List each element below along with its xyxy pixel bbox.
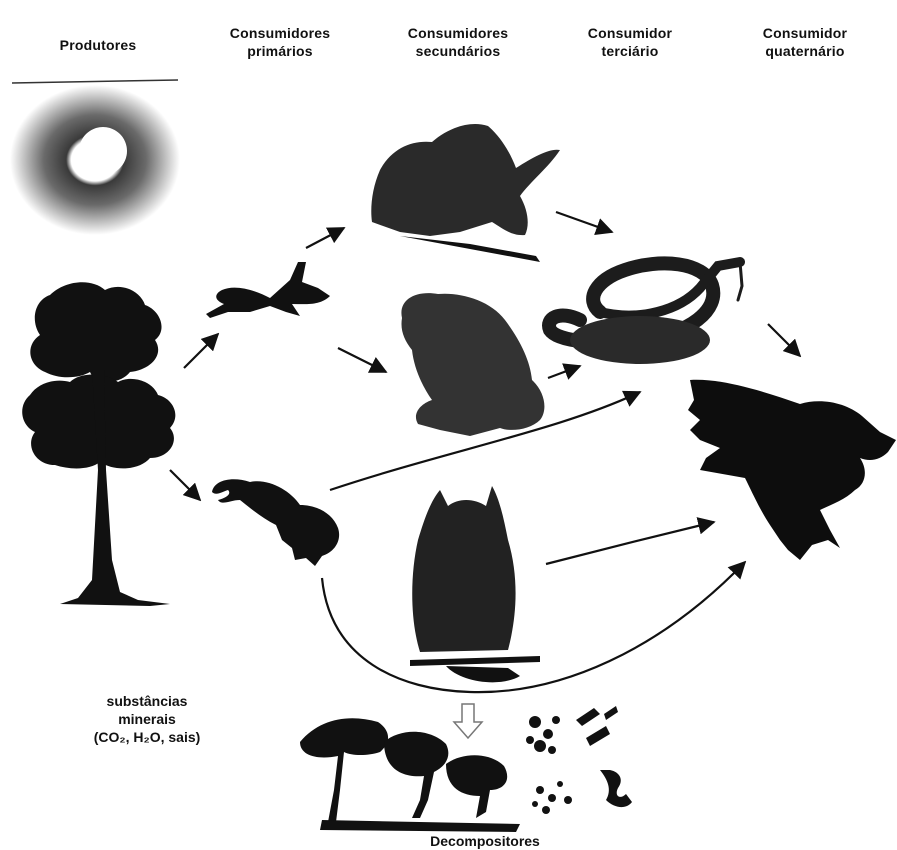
bird-icon xyxy=(371,124,560,262)
sun-icon xyxy=(10,80,180,235)
minerals-label: substâncias minerais (CO₂, H₂O, sais) xyxy=(72,692,222,746)
snake-icon xyxy=(549,262,742,364)
grasshopper-icon xyxy=(206,262,330,318)
owl-icon xyxy=(410,486,540,682)
toad-icon xyxy=(401,293,544,436)
hawk-icon xyxy=(688,380,896,560)
rodent-icon xyxy=(212,479,339,566)
bacteria-icon xyxy=(526,706,632,814)
tree-icon xyxy=(22,282,175,606)
decomposition-arrow-icon xyxy=(454,704,482,738)
mushroom-icon xyxy=(300,718,520,832)
decomposers-label: Decompositores xyxy=(395,832,575,850)
